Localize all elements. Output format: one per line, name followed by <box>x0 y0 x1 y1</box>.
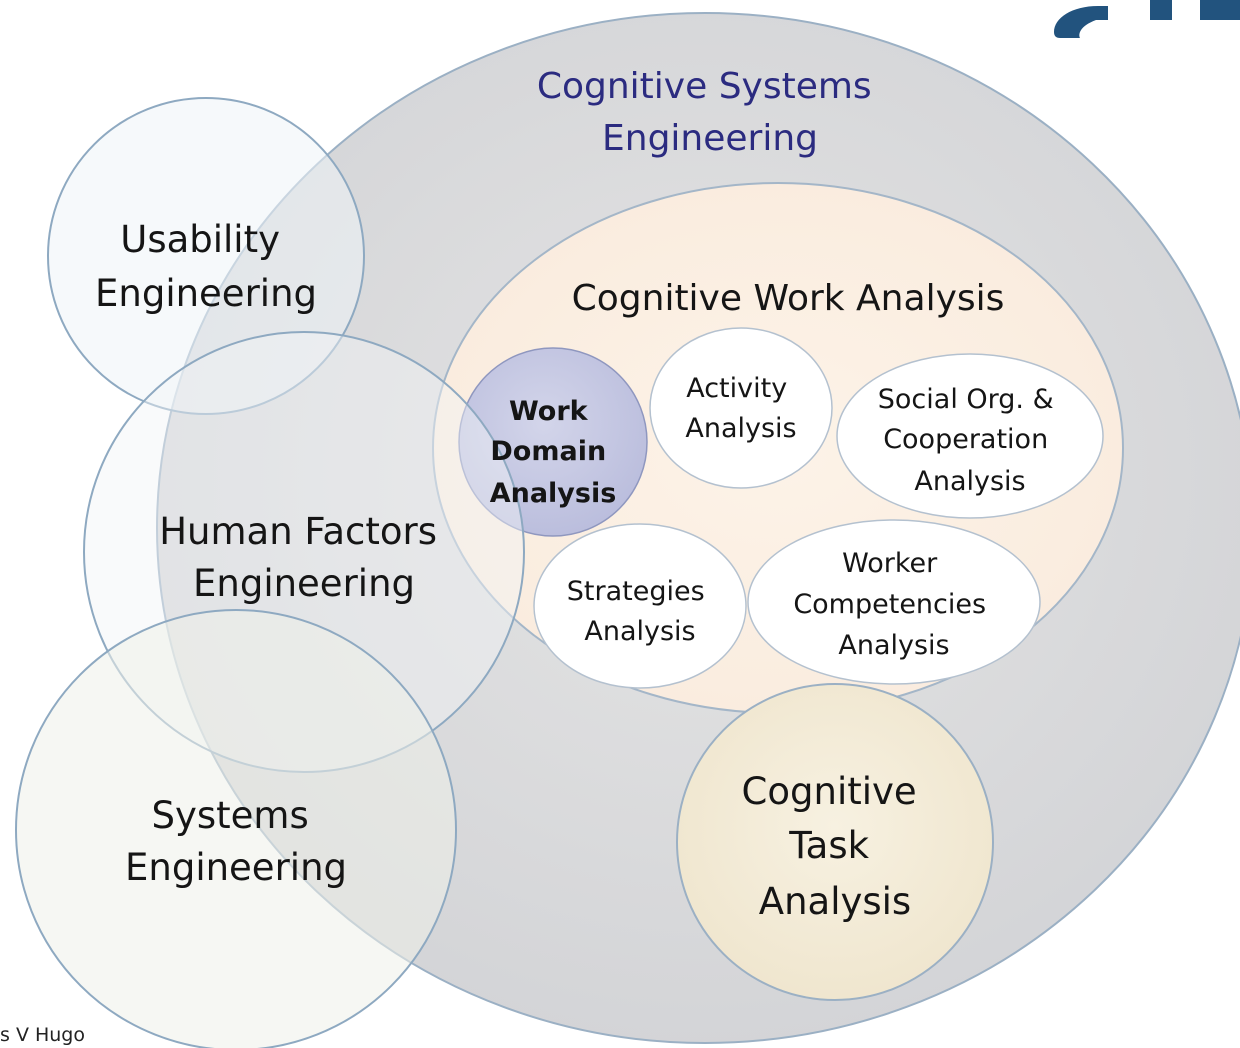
logo <box>1054 0 1240 38</box>
activity-analysis-label: Activity Analysis <box>685 373 796 444</box>
human-factors-engineering-label: Human Factors Engineering <box>159 510 449 605</box>
systems-engineering-label: Systems Engineering <box>125 794 347 889</box>
cognitive-systems-engineering-label: Cognitive Systems Engineering <box>537 66 883 159</box>
work-domain-analysis-label: Work Domain Analysis <box>490 396 617 509</box>
strategies-analysis-circle <box>533 523 747 689</box>
activity-analysis-circle <box>649 327 833 489</box>
cognitive-task-analysis-circle <box>676 683 994 1001</box>
strategies-analysis-label: Strategies Analysis <box>567 576 713 647</box>
usability-engineering-circle <box>47 97 365 415</box>
cognitive-task-analysis-label: Cognitive Task Analysis <box>742 770 929 923</box>
systems-engineering-circle <box>15 609 457 1048</box>
work-domain-analysis-circle <box>458 347 648 537</box>
social-org-cooperation-analysis-circle <box>836 353 1104 519</box>
worker-competencies-analysis-circle <box>747 519 1041 685</box>
worker-competencies-analysis-label: Worker Competencies Analysis <box>793 548 994 661</box>
author-credit: s V Hugo <box>0 1024 85 1046</box>
usability-engineering-label: Usability Engineering <box>95 218 317 315</box>
cognitive-work-analysis-label: Cognitive Work Analysis <box>572 278 1005 319</box>
social-org-cooperation-analysis-label: Social Org. & Cooperation Analysis <box>878 384 1062 497</box>
